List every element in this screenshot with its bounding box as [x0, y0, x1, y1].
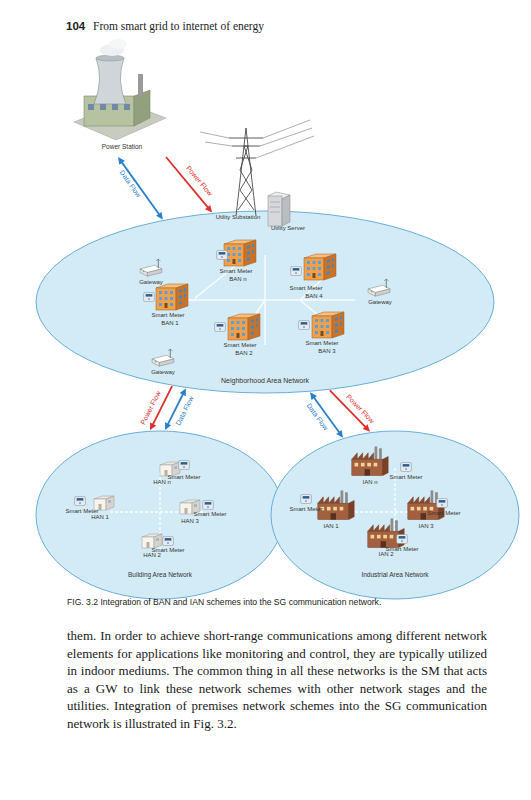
running-head: From smart grid to internet of energy	[93, 20, 264, 32]
arrow-head	[310, 392, 317, 400]
arrow-head	[336, 430, 343, 438]
flow-arrow	[166, 157, 212, 212]
utility-server	[268, 192, 290, 226]
flow-label: Power Flow	[139, 390, 163, 426]
arrow-shaft	[153, 386, 172, 425]
ellipse-shape	[36, 431, 284, 599]
arrow-shaft	[168, 394, 184, 425]
arrow-head	[363, 424, 370, 431]
flow-arrow	[150, 386, 172, 430]
ellipse-shape	[271, 431, 519, 599]
flow-arrow	[330, 390, 370, 431]
flow-label: Data Flow	[175, 395, 196, 427]
figure-caption: FIG. 3.2 Integration of BAN and IAN sche…	[67, 597, 497, 608]
arrow-head	[205, 205, 212, 213]
power-station-drawing	[74, 39, 166, 140]
flow-arrow	[165, 388, 186, 430]
arrow-head	[165, 422, 171, 430]
arrow-shaft	[121, 162, 159, 215]
node-label: Industrial Area Network	[270, 571, 520, 578]
flow-label: Data Flow	[118, 169, 143, 199]
arrow-head	[156, 212, 163, 220]
arrow-shaft	[166, 157, 208, 208]
flow-arrow	[118, 157, 163, 220]
running-head: 104	[66, 20, 85, 32]
ellipse-shape	[36, 211, 494, 393]
network-links	[110, 255, 450, 552]
network-ellipse: Industrial Area Network	[270, 430, 520, 600]
body-paragraph: them. In order to achieve short-range co…	[67, 627, 487, 733]
flow-arrow	[310, 392, 343, 437]
arrow-shaft	[330, 390, 366, 427]
flow-label: Data Flow	[304, 402, 329, 432]
flow-label: Power Flow	[344, 393, 375, 425]
node-label: Neighborhood Area Network	[35, 377, 495, 384]
transmission-tower	[200, 120, 314, 216]
network-ellipse: Neighborhood Area Network	[35, 210, 495, 394]
arrow-shaft	[314, 397, 340, 433]
power-station-node: Power Station	[72, 45, 172, 157]
arrow-head	[150, 422, 156, 430]
ellipse-outline	[35, 210, 495, 394]
flow-label: Power Flow	[184, 164, 214, 197]
network-ellipse: Building Area Network	[35, 430, 285, 600]
arrow-head	[118, 157, 125, 165]
node-label: Power Station	[72, 143, 172, 150]
node-label: Building Area Network	[35, 571, 285, 578]
arrow-head	[180, 388, 186, 396]
